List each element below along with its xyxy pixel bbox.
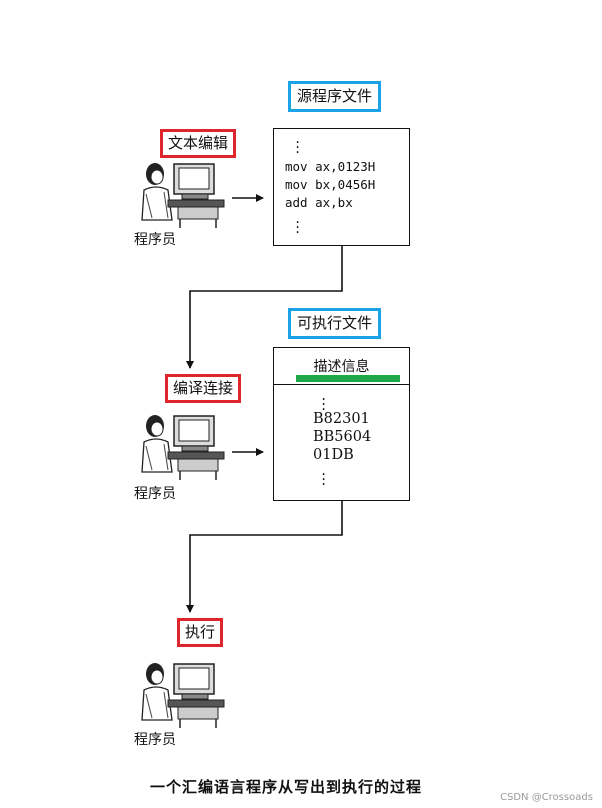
programmer-icon xyxy=(141,663,225,728)
code-line: add ax,bx xyxy=(285,195,353,210)
programmer-label: 程序员 xyxy=(134,732,176,748)
source-file-box: ... mov ax,0123H mov bx,0456H add ax,bx … xyxy=(273,128,410,246)
ellipsis-top: ... xyxy=(320,389,328,413)
programmer-label: 程序员 xyxy=(134,486,176,502)
header-divider xyxy=(274,384,409,385)
machine-code-line: BB5604 xyxy=(313,429,372,445)
arrow-executable-to-run xyxy=(186,500,343,613)
ellipsis-bottom: ... xyxy=(294,212,302,236)
code-line: mov bx,0456H xyxy=(285,177,376,192)
header-highlight-bar xyxy=(296,375,400,382)
compile-link-label: 编译连接 xyxy=(165,374,242,403)
arrow-source-to-compile xyxy=(186,245,343,369)
text-edit-label: 文本编辑 xyxy=(160,129,237,158)
programmer-figure xyxy=(138,412,228,482)
executable-file-title: 可执行文件 xyxy=(288,308,382,339)
programmer-label: 程序员 xyxy=(134,232,176,248)
watermark: CSDN @Crossoads xyxy=(500,792,593,803)
programmer-icon xyxy=(141,415,225,480)
machine-code-line: 01DB xyxy=(313,447,354,463)
machine-code-line: B82301 xyxy=(313,411,370,427)
header-label: 描述信息 xyxy=(313,359,370,375)
programmer-icon xyxy=(141,163,225,228)
code-line: mov ax,0123H xyxy=(285,159,376,174)
programmer-figure xyxy=(138,660,228,730)
programmer-figure xyxy=(138,160,228,230)
execute-label: 执行 xyxy=(177,618,224,647)
ellipsis-bottom: ... xyxy=(320,464,328,488)
ellipsis-top: ... xyxy=(294,132,302,156)
figure-caption: 一个汇编语言程序从写出到执行的过程 xyxy=(150,778,423,796)
executable-file-box: 描述信息 ... B82301 BB5604 01DB ... xyxy=(273,347,410,501)
source-file-title: 源程序文件 xyxy=(288,81,382,112)
